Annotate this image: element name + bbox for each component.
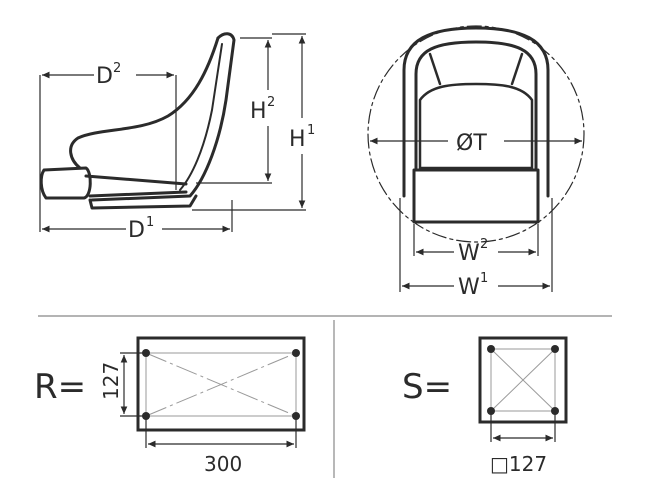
front-dimensions xyxy=(370,137,582,292)
label-d1-base: D xyxy=(128,218,145,243)
seat-back-inner xyxy=(69,36,220,170)
label-diameter: ØT xyxy=(456,131,487,156)
mount-r-inner xyxy=(145,352,297,417)
label-d1-sup: 1 xyxy=(146,215,154,230)
front-view xyxy=(367,25,585,243)
label-h1-base: H xyxy=(289,127,306,152)
mount-s-plate xyxy=(478,336,568,424)
mount-r-plate xyxy=(136,336,306,432)
label-h1-sup: 1 xyxy=(307,123,315,138)
label-w2-sup: 2 xyxy=(480,237,488,252)
seat-cushion xyxy=(39,166,92,200)
seat-back-outline xyxy=(90,32,236,202)
mount-r-label: R= xyxy=(34,367,86,407)
label-h1: H 1 xyxy=(289,123,315,152)
front-back-pad xyxy=(418,52,534,170)
mount-pattern-r xyxy=(120,336,306,448)
mount-s-hole xyxy=(487,345,495,353)
side-view xyxy=(39,32,236,210)
seat-base xyxy=(84,174,198,210)
mount-r-height: 127 xyxy=(99,362,123,400)
mount-r-width: 300 xyxy=(204,452,242,476)
label-h2-sup: 2 xyxy=(267,95,275,110)
label-w2-base: W xyxy=(458,241,480,266)
front-back-frame xyxy=(402,26,550,198)
label-w1-sup: 1 xyxy=(480,271,488,286)
label-d1: D 1 xyxy=(128,215,154,243)
label-d2-sup: 2 xyxy=(113,61,121,76)
side-dimensions xyxy=(39,33,306,233)
mount-s-inner xyxy=(490,348,556,412)
label-h2-base: H xyxy=(250,99,267,124)
front-seat-cushion xyxy=(412,168,540,224)
label-w1: W 1 xyxy=(458,271,488,300)
swivel-circle xyxy=(367,25,585,243)
label-d2: D 2 xyxy=(96,61,121,89)
mount-pattern-s xyxy=(478,336,568,442)
label-w2: W 2 xyxy=(458,237,488,266)
mount-s-hole xyxy=(551,345,559,353)
mount-s-label: S= xyxy=(402,367,452,407)
label-h2: H 2 xyxy=(250,95,275,124)
label-d2-base: D xyxy=(96,64,113,89)
label-w1-base: W xyxy=(458,275,480,300)
mount-r-hole xyxy=(292,349,300,357)
front-back-inner xyxy=(414,40,538,170)
seat-back-edge xyxy=(179,43,223,191)
mount-s-size: □127 xyxy=(490,452,547,476)
